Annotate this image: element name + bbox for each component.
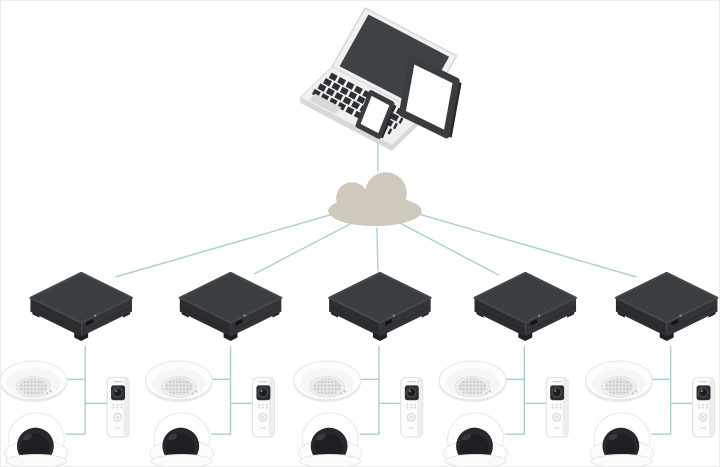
door-station-icon-3: [400, 376, 424, 438]
dome-camera-icon-5: [589, 412, 655, 466]
ceiling-speaker-icon-1: [1, 360, 68, 403]
ceiling-speaker-icon-2: [144, 360, 214, 403]
edge-cloud-gateway-4: [399, 222, 500, 276]
client-devices-node: [299, 7, 462, 151]
edge-gateway-3-site-3: [359, 345, 401, 435]
laptop-trackpad: [308, 93, 342, 114]
site-group-4: [438, 360, 569, 466]
edge-cloud-gateway-3: [376, 227, 379, 272]
dome-camera-icon-1: [4, 412, 69, 466]
dome-camera-icon-4: [443, 412, 508, 466]
edge-gateway-5-site-5: [651, 345, 693, 435]
ceiling-speaker-icon-5: [584, 360, 654, 403]
dome-camera-icon-2: [149, 412, 215, 466]
ceiling-speaker-icon-3: [292, 360, 362, 403]
smartphone-icon: [355, 90, 396, 139]
edge-cloud-gateway-1: [115, 213, 334, 278]
site-group-5: [584, 360, 716, 466]
door-station-icon-2: [251, 376, 275, 438]
edge-cloud-gateway-2: [253, 222, 353, 275]
tablet-icon: [398, 55, 462, 139]
gateway-icon-4: [473, 271, 578, 343]
door-station-icon-1: [106, 376, 130, 438]
gateway-icon-5: [614, 271, 719, 343]
site-group-1: [1, 360, 130, 466]
dome-camera-icon-3: [297, 412, 363, 466]
edge-gateway-2-site-2: [210, 345, 253, 435]
gateway-row: [29, 271, 719, 343]
gateway-icon-3: [328, 271, 432, 343]
site-group-2: [144, 360, 275, 466]
edge-gateway-4-site-4: [504, 345, 546, 435]
edge-cloud-gateway-5: [418, 213, 637, 278]
edge-gateway-1-site-1: [65, 345, 107, 435]
door-station-icon-4: [545, 376, 569, 438]
gateway-icon-2: [178, 271, 283, 343]
ceiling-speaker-icon-4: [438, 360, 507, 403]
cloud-icon: [328, 172, 422, 227]
door-station-icon-5: [691, 376, 716, 438]
connection-lines: [65, 140, 693, 435]
site-group-3: [292, 360, 424, 466]
gateway-icon-1: [29, 271, 133, 343]
